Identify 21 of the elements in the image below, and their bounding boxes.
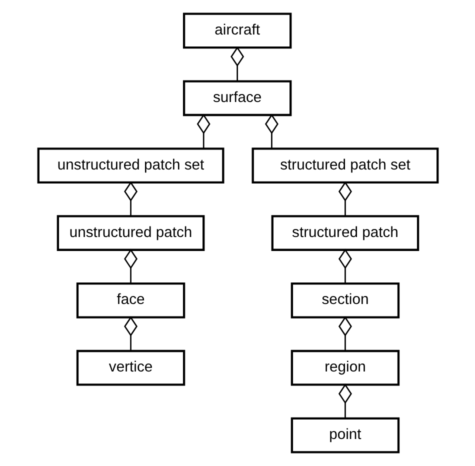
connector — [264, 114, 278, 148]
node-box: point — [290, 417, 400, 454]
node-box: region — [290, 350, 400, 386]
node-box: section — [290, 282, 400, 318]
node-box: surface — [182, 80, 292, 116]
node-box: face — [76, 282, 185, 318]
connector — [124, 316, 138, 351]
connector — [124, 248, 138, 284]
connector — [338, 316, 352, 351]
connector — [196, 114, 210, 148]
connector — [124, 181, 138, 216]
node-box: aircraft — [182, 12, 292, 49]
node-box: unstructured patch set — [36, 148, 224, 184]
node-box: unstructured patch — [56, 215, 204, 251]
connector — [338, 384, 352, 418]
node-box: structured patch — [270, 215, 419, 251]
connector — [338, 248, 352, 284]
connector — [338, 181, 352, 216]
node-box: structured patch set — [251, 148, 438, 184]
node-box: vertice — [76, 350, 185, 386]
connector — [230, 46, 244, 81]
